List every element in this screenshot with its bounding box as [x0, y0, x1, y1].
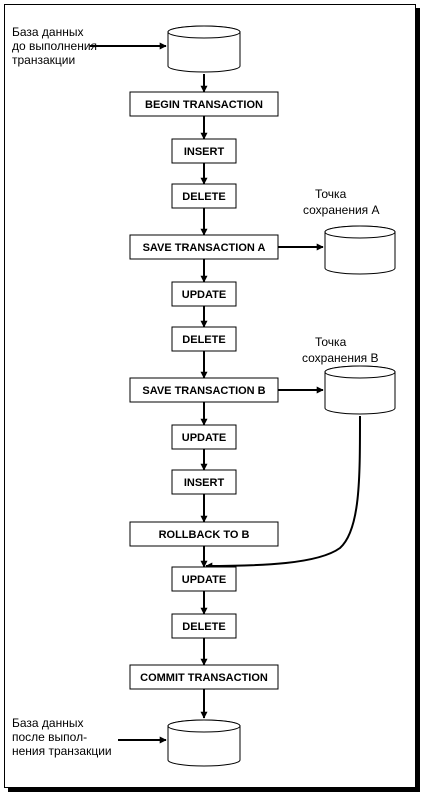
label-savepoint-a: Точка сохранения A	[303, 187, 380, 217]
step-box-rect	[129, 664, 279, 690]
rollback-curve	[205, 415, 361, 570]
label-db-before-line: до выполнения	[12, 39, 97, 53]
steps: BEGIN TRANSACTION INSERT DELETE SAVE TRANSA…	[129, 91, 279, 690]
label-db-after-line: База данных	[12, 716, 83, 730]
step-box-rect	[129, 521, 279, 547]
step-box: DELETE	[171, 326, 237, 352]
step-box: SAVE TRANSACTION B	[129, 377, 279, 403]
savepoint-a-cylinder	[324, 225, 396, 275]
savepoint-a-cylinder-top	[324, 225, 396, 239]
step-label: COMMIT TRANSACTION	[140, 672, 268, 684]
step-box-rect	[129, 234, 279, 260]
step-label: SAVE TRANSACTION A	[143, 242, 266, 254]
step-box: UPDATE	[171, 566, 237, 592]
savepoint-b-cylinder-top	[324, 365, 396, 379]
step-box: ROLLBACK TO B	[129, 521, 279, 547]
step-label: UPDATE	[182, 432, 226, 444]
step-box-rect	[171, 566, 237, 592]
step-label: ROLLBACK TO B	[159, 529, 250, 541]
label-db-before-line: транзакции	[12, 53, 75, 67]
step-box-rect	[171, 469, 237, 495]
step-label: INSERT	[184, 146, 225, 158]
label-savepoint-a-line: Точка	[315, 187, 347, 201]
db-after-cylinder-top	[167, 719, 241, 733]
step-box-rect	[171, 138, 237, 164]
step-box: DELETE	[171, 613, 237, 639]
step-box-rect	[171, 281, 237, 307]
step-label: SAVE TRANSACTION B	[142, 385, 265, 397]
db-after-cylinder	[167, 719, 241, 767]
savepoint-b-cylinder	[324, 365, 396, 415]
label-db-after: База данных после выпол- нения транзакци…	[12, 716, 112, 758]
step-label: UPDATE	[182, 574, 226, 586]
step-label: DELETE	[182, 191, 225, 203]
step-box-rect	[171, 613, 237, 639]
step-box-rect	[171, 326, 237, 352]
step-box-rect	[171, 424, 237, 450]
step-box: INSERT	[171, 469, 237, 495]
step-box-rect	[129, 91, 279, 117]
label-savepoint-b-line: Точка	[315, 335, 347, 349]
cylinders	[167, 25, 396, 767]
label-db-after-line: после выпол-	[12, 730, 87, 744]
step-box: BEGIN TRANSACTION	[129, 91, 279, 117]
label-db-before: База данных до выполнения транзакции	[12, 25, 100, 67]
label-savepoint-b-line: сохранения B	[302, 351, 379, 365]
step-label: UPDATE	[182, 289, 226, 301]
step-box: UPDATE	[171, 424, 237, 450]
label-savepoint-a-line: сохранения A	[303, 203, 380, 217]
db-before-cylinder-top	[167, 25, 241, 39]
step-box-rect	[171, 183, 237, 209]
label-db-before-line: База данных	[12, 25, 83, 39]
step-box: UPDATE	[171, 281, 237, 307]
step-label: INSERT	[184, 477, 225, 489]
db-before-cylinder	[167, 25, 241, 73]
step-box: COMMIT TRANSACTION	[129, 664, 279, 690]
step-label: DELETE	[182, 334, 225, 346]
step-label: BEGIN TRANSACTION	[145, 99, 263, 111]
label-savepoint-b: Точка сохранения B	[302, 335, 379, 365]
connectors	[90, 42, 361, 744]
step-box: INSERT	[171, 138, 237, 164]
label-db-after-line: нения транзакции	[12, 744, 112, 758]
step-label: DELETE	[182, 621, 225, 633]
step-box: DELETE	[171, 183, 237, 209]
step-box-rect	[129, 377, 279, 403]
step-box: SAVE TRANSACTION A	[129, 234, 279, 260]
